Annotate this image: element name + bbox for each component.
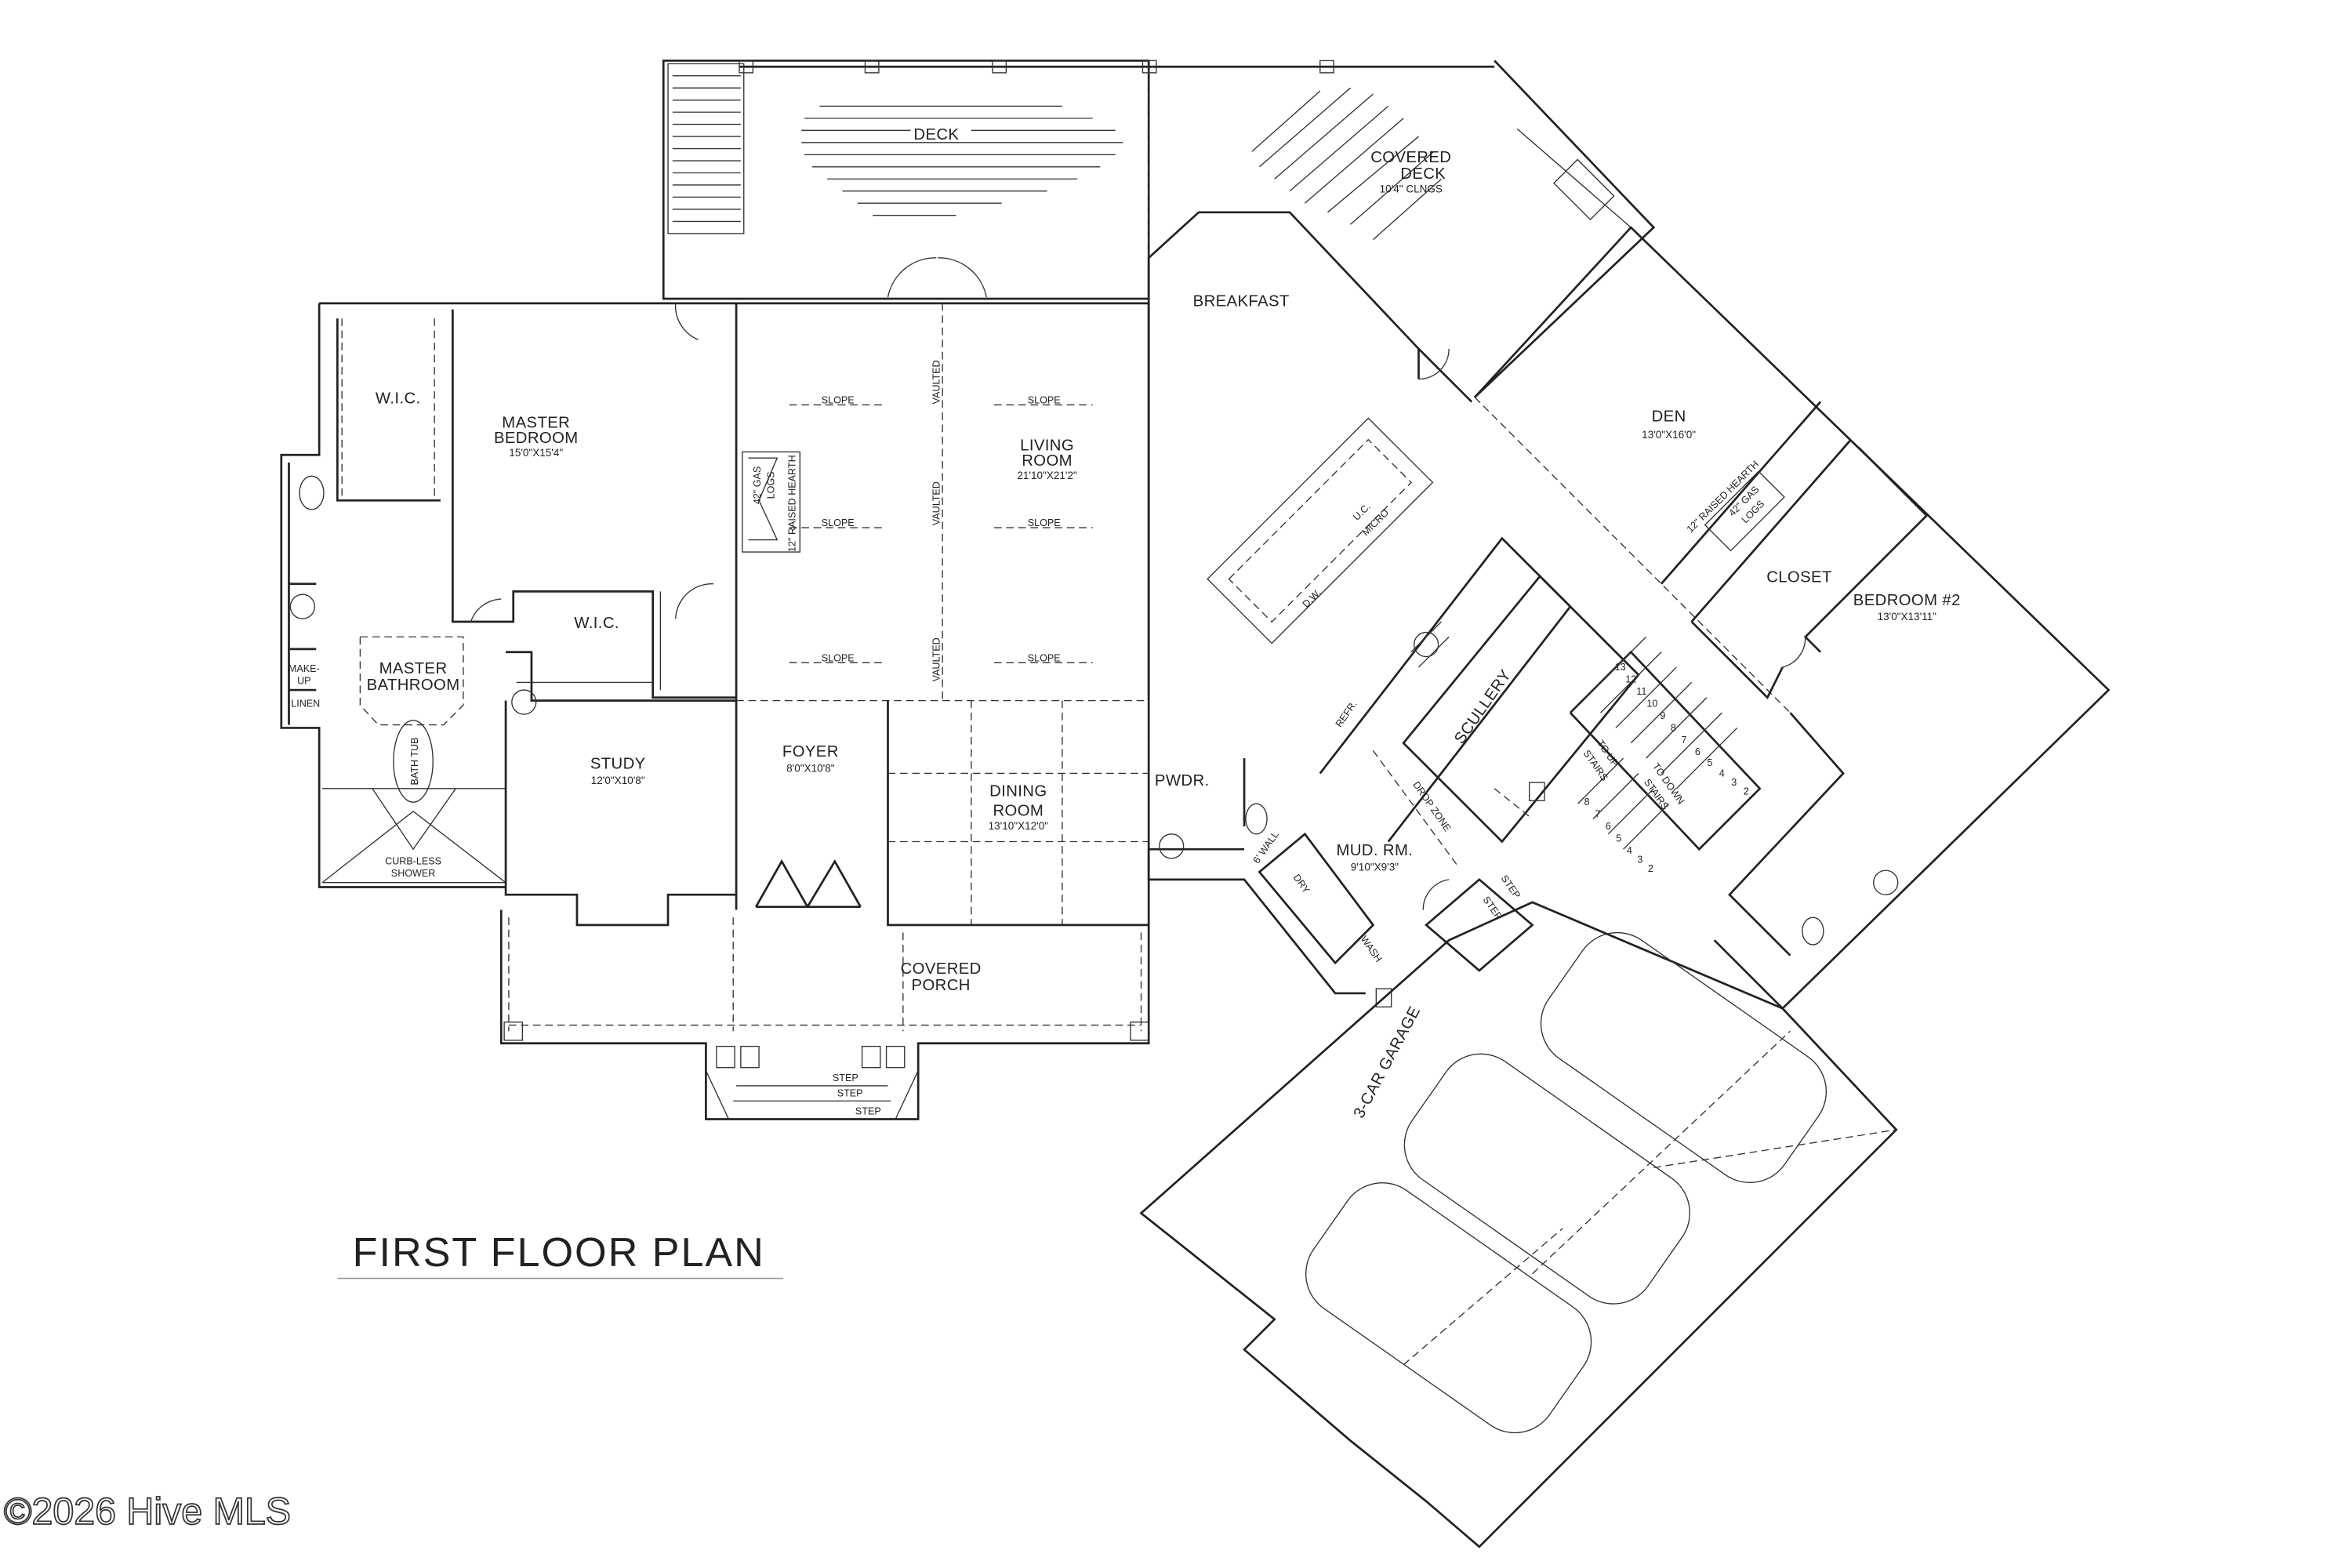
room-dims-study: 12'0"X10'8" [591, 775, 645, 786]
stair-number: 13 [1615, 662, 1626, 673]
room-label-dining-room-2: ROOM [993, 803, 1044, 820]
kitchen-area: BREAKFAST D.W. U.C. MICRO REFR. [1147, 211, 1791, 843]
room-label-living-room-2: ROOM [1022, 452, 1073, 470]
room-label-bedroom-2: BEDROOM #2 [1853, 592, 1961, 609]
room-label-study: STUDY [590, 756, 646, 773]
watermark: ©2026 Hive MLS [4, 1490, 291, 1533]
stair-number: 10 [1646, 698, 1657, 709]
step-label: STEP [837, 1087, 863, 1098]
room-dims-den: 13'0"X16'0" [1642, 429, 1696, 441]
room-label-mud-room: MUD. RM. [1336, 842, 1413, 859]
room-label-makeup: MAKE- [289, 663, 320, 674]
stair-number: 5 [1616, 833, 1621, 844]
room-label-breakfast: BREAKFAST [1193, 293, 1290, 310]
step-label: STEP [855, 1106, 881, 1117]
room-dims-bedroom-2: 13'0"X13'11" [1878, 611, 1937, 622]
room-label-shower-2: SHOWER [391, 868, 436, 879]
dryer-label: DRY [1291, 873, 1312, 896]
room-label-makeup-2: UP [297, 675, 310, 686]
room-label-master-bedroom-2: BEDROOM [494, 430, 579, 447]
ceiling-note: 10'4" CLNGS [1380, 183, 1443, 195]
room-label-powder: PWDR. [1155, 772, 1210, 789]
master-wing-walls: W.I.C. MASTER BEDROOM 15'0"X15'4" W.I.C.… [280, 302, 738, 888]
stair-number: 6 [1606, 821, 1611, 832]
stair-number: 9 [1660, 710, 1665, 721]
room-dims-dining-room: 13'10"X12'0" [989, 820, 1049, 832]
vaulted-label: VAULTED [931, 637, 942, 681]
stair-number: 7 [1681, 735, 1686, 746]
room-label-deck: DECK [913, 126, 959, 143]
covered-porch-area: STEP STEP STEP COVERED PORCH [499, 909, 1150, 1120]
room-label-covered-porch: COVERED [901, 960, 982, 978]
service-area: PWDR. MUD. RM. 9'10"X9'3" SCULLERY DROP … [1147, 574, 1762, 1008]
stair-number: 3 [1637, 855, 1642, 866]
slope-label: SLOPE [822, 395, 855, 406]
deck-area: DECK [662, 60, 1495, 300]
room-label-scullery: SCULLERY [1451, 666, 1515, 747]
slope-label: SLOPE [1028, 517, 1061, 528]
room-label-wic-upper: W.I.C. [376, 390, 421, 408]
den-bedroom-wing: DEN 13'0"X16'0" 12" RAISED HEARTH 42" GA… [1474, 226, 2111, 1011]
room-dims-master-bedroom: 15'0"X15'4" [509, 447, 563, 459]
vaulted-label: VAULTED [931, 360, 942, 404]
step-label: STEP [833, 1073, 858, 1083]
room-dims-foyer: 8'0"X10'8" [786, 763, 835, 775]
stair-number: 6 [1695, 746, 1700, 757]
room-label-shower: CURB-LESS [385, 856, 441, 867]
slope-label: SLOPE [1028, 395, 1061, 406]
stair-number: 4 [1719, 768, 1725, 779]
dishwasher-label: D.W. [1301, 587, 1323, 610]
stair-number: 8 [1584, 797, 1590, 808]
slope-label: SLOPE [1028, 652, 1061, 663]
room-dims-living-room: 21'10"X21'2" [1017, 470, 1077, 481]
room-dims-mud-room: 9'10"X9'3" [1351, 861, 1399, 873]
covered-deck-area: COVERED DECK 10'4" CLNGS [1148, 60, 1656, 398]
stair-number: 11 [1636, 686, 1646, 697]
room-label-garage: 3-CAR GARAGE [1351, 1004, 1425, 1121]
room-label-closet: CLOSET [1766, 569, 1832, 586]
plan-title: FIRST FLOOR PLAN [353, 1230, 765, 1276]
label-bath-tub: BATH TUB [409, 738, 420, 786]
stair-number: 3 [1731, 777, 1737, 788]
stair-number: 2 [1648, 863, 1653, 874]
room-label-wic-lower: W.I.C. [574, 615, 619, 632]
step-label: STEP [1499, 873, 1523, 901]
stair-number: 5 [1707, 757, 1712, 768]
raised-hearth-label: 12" RAISED HEARTH [787, 455, 798, 552]
stair-number: 2 [1744, 786, 1749, 797]
slope-label: SLOPE [822, 517, 855, 528]
room-label-dining-room: DINING [989, 782, 1047, 800]
room-label-covered-deck-2: DECK [1400, 165, 1446, 183]
room-label-linen: LINEN [291, 698, 320, 709]
slope-markers: SLOPE SLOPE SLOPE SLOPE SLOPE SLOPE [789, 395, 1093, 663]
washer-label: WASH [1359, 934, 1385, 964]
living-room-area: SLOPE SLOPE SLOPE SLOPE SLOPE SLOPE VAUL… [736, 302, 1150, 702]
garage-area: 3-CAR GARAGE [1139, 901, 1898, 1548]
room-label-master-bathroom-2: BATHROOM [367, 677, 460, 694]
refrigerator-label: REFR. [1334, 699, 1359, 729]
wall-label: 6' WALL [1251, 829, 1281, 866]
slope-label: SLOPE [822, 652, 855, 663]
room-label-master-bedroom: MASTER [502, 414, 570, 431]
stair-number: 8 [1671, 722, 1676, 733]
stair-number: 4 [1627, 845, 1632, 856]
room-label-den: DEN [1652, 408, 1686, 426]
stair-numbers: 13 12 11 10 9 8 7 6 5 4 3 2 8 7 6 5 4 3 … [1584, 662, 1749, 874]
deck-stairs [667, 63, 745, 234]
room-label-covered-deck: COVERED [1370, 149, 1451, 166]
stair-number: 7 [1595, 809, 1600, 820]
room-label-master-bathroom: MASTER [379, 660, 448, 677]
gas-logs-label: 42" GAS [752, 466, 763, 504]
room-label-living-room: LIVING [1020, 437, 1074, 454]
room-label-foyer: FOYER [782, 743, 839, 760]
stair-number: 12 [1625, 673, 1636, 684]
room-label-covered-porch-2: PORCH [912, 977, 971, 994]
front-rooms: STUDY 12'0"X10'8" FOYER 8'0"X10'8" DININ… [504, 700, 1150, 927]
vaulted-label: VAULTED [931, 481, 942, 525]
gas-logs-label-2: LOGS [765, 471, 776, 499]
